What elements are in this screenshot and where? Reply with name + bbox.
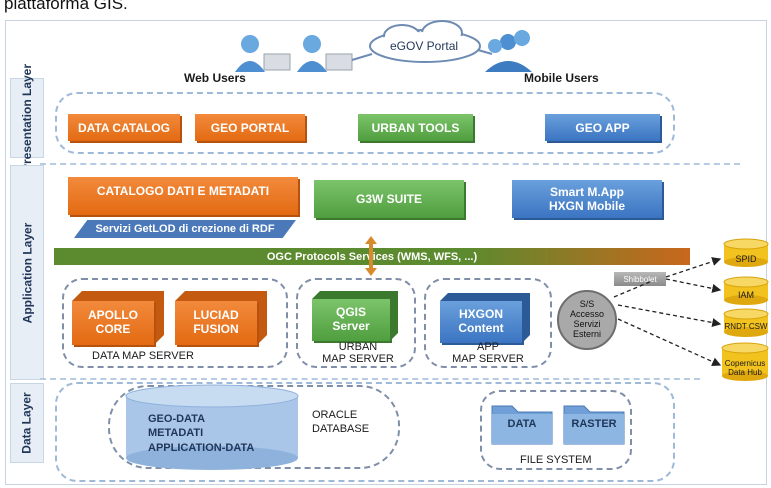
rndt-cylinder	[723, 308, 769, 337]
spid-label: SPID	[735, 254, 757, 264]
copernicus-label: Copernicus Data Hub	[724, 359, 766, 377]
geo-portal-button[interactable]: GEO PORTAL	[195, 114, 305, 141]
file-system-label: FILE SYSTEM	[520, 454, 592, 466]
cloud-icon	[369, 20, 481, 63]
external-services-circle[interactable]: S/S Accesso Servizi Esterni	[557, 290, 617, 350]
hxgon-content-box[interactable]: HXGON Content	[440, 293, 530, 343]
data-catalog-button[interactable]: DATA CATALOG	[68, 114, 180, 141]
iam-label: IAM	[737, 290, 754, 300]
raster-folder-icon	[563, 405, 625, 445]
application-layer-label: Application Layer	[10, 165, 44, 380]
data-map-server-frame	[62, 278, 288, 368]
iam-cylinder	[723, 276, 769, 305]
data-folder-label: DATA	[507, 418, 537, 430]
smart-mapp-box[interactable]: Smart M.App HXGN Mobile	[512, 180, 662, 218]
mobile-users-icon	[485, 30, 532, 72]
web-user-icon-2	[297, 35, 353, 72]
raster-folder-label: RASTER	[571, 418, 617, 430]
data-layer-label: Data Layer	[10, 383, 44, 463]
data-layer-frame	[55, 382, 675, 482]
oracle-database-label: ORACLE DATABASE	[312, 409, 370, 436]
presentation-frame	[55, 92, 675, 154]
database-contents: GEO-DATA METADATI APPLICATION-DATA	[148, 413, 255, 454]
application-divider	[40, 378, 700, 380]
spid-cylinder	[723, 238, 769, 267]
geo-app-button[interactable]: GEO APP	[545, 114, 660, 141]
web-users-label: Web Users	[184, 71, 246, 85]
ogc-double-arrow-icon	[365, 236, 377, 276]
presentation-layer-label: Presentation Layer	[10, 64, 44, 172]
g3w-suite-box[interactable]: G3W SUITE	[314, 180, 464, 218]
portal-label: eGOV Portal	[390, 39, 459, 53]
luciad-fusion-box[interactable]: LUCIAD FUSION	[175, 291, 267, 345]
caption-text: piattaforma GIS.	[4, 0, 128, 13]
users-portal-graphic	[235, 20, 532, 72]
urban-map-server-label: URBAN MAP SERVER	[322, 341, 394, 366]
urban-tools-button[interactable]: URBAN TOOLS	[358, 114, 473, 141]
catalogo-dati-box[interactable]: CATALOGO DATI E METADATI	[68, 177, 298, 215]
rndt-label: RNDT CSW	[724, 322, 768, 331]
web-user-icon-1	[235, 35, 291, 72]
getlod-bar: Servizi GetLOD di crezione di RDF	[74, 220, 296, 238]
database-cylinder	[125, 384, 299, 470]
mobile-users-label: Mobile Users	[524, 71, 599, 85]
urban-map-server-frame	[296, 278, 416, 368]
app-map-server-label: APP MAP SERVER	[452, 341, 524, 366]
qgis-server-box[interactable]: QGIS Server	[312, 291, 398, 341]
file-system-frame	[480, 390, 632, 470]
app-map-server-frame	[424, 278, 552, 368]
external-connectors	[613, 257, 722, 366]
presentation-divider	[40, 163, 740, 165]
copernicus-cylinder	[721, 342, 769, 381]
apollo-core-box[interactable]: APOLLO CORE	[72, 291, 164, 345]
data-folder-icon	[491, 405, 553, 445]
data-map-server-label: DATA MAP SERVER	[92, 350, 194, 362]
shibboleth-box[interactable]: Shibbolet	[614, 272, 666, 286]
